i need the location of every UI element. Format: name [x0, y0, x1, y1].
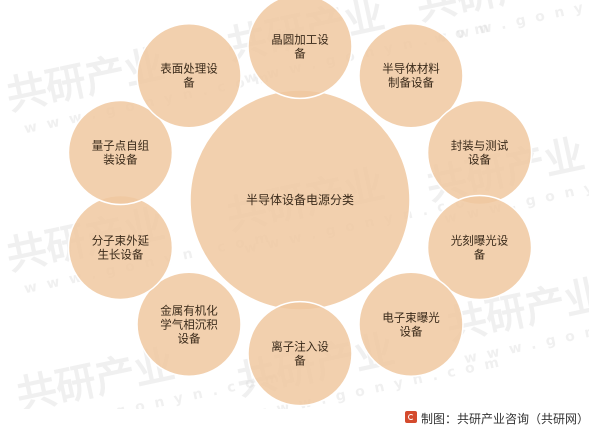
- category-label: 封装与测试: [451, 139, 509, 153]
- category-circle: [358, 22, 464, 129]
- category-label: 备: [294, 46, 306, 60]
- category-circle: [136, 271, 242, 378]
- category-label: 离子注入设: [271, 340, 329, 354]
- category-circle: [136, 22, 242, 129]
- center-label: 半导体设备电源分类: [246, 193, 354, 207]
- category-label: 量子点自组: [92, 139, 150, 153]
- category-label: 学气相沉积: [160, 317, 218, 331]
- category-label: 生长设备: [97, 247, 143, 261]
- category-label: 半导体材料: [382, 62, 440, 76]
- category-label: 光刻曝光设: [451, 233, 509, 247]
- category-label: 设备: [399, 324, 422, 338]
- footer: 制图：共研产业咨询（共研网）: [0, 409, 589, 429]
- category-nodes: 晶圆加工设备半导体材料制备设备封装与测试设备光刻曝光设备电子束曝光设备离子注入设…: [67, 0, 533, 407]
- category-label: 电子束曝光: [382, 310, 440, 324]
- category-label: 备: [183, 76, 195, 90]
- category-circle: [358, 271, 464, 378]
- category-label: 备: [474, 247, 486, 261]
- category-label: 装设备: [103, 153, 138, 167]
- category-label: 分子束外延: [92, 233, 150, 247]
- category-circle: [247, 300, 353, 407]
- category-label: 表面处理设: [160, 62, 218, 76]
- category-circle: [426, 194, 533, 301]
- category-label: 晶圆加工设: [271, 32, 329, 46]
- category-circle: [247, 0, 353, 100]
- category-label: 制备设备: [388, 76, 434, 90]
- brand-logo-icon: [405, 411, 417, 423]
- category-label: 设备: [178, 331, 201, 345]
- category-circle: [67, 99, 174, 206]
- category-label: 备: [294, 354, 306, 368]
- category-label: 设备: [468, 153, 491, 167]
- category-label: 金属有机化: [160, 303, 218, 317]
- footer-credit: 制图：共研产业咨询（共研网）: [421, 412, 589, 426]
